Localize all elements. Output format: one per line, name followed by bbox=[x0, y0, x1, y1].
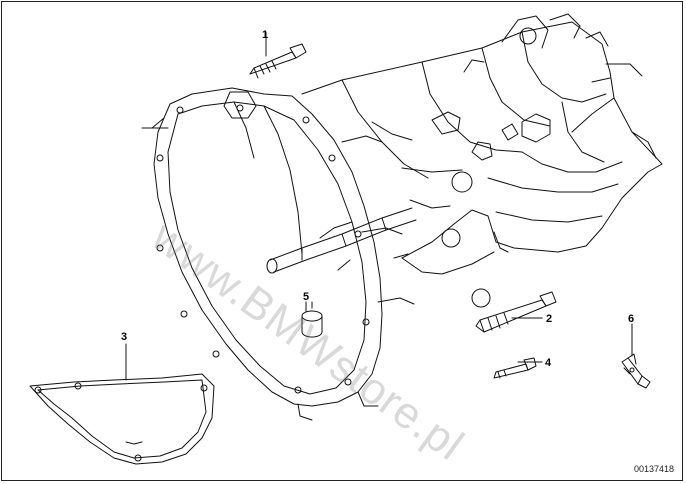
part-5-sleeve bbox=[301, 301, 323, 338]
callout-3: 3 bbox=[121, 331, 127, 343]
callout-4: 4 bbox=[545, 357, 552, 369]
part-2-bolt bbox=[475, 291, 557, 333]
diagram-id-label: 00137418 bbox=[633, 464, 674, 474]
gearbox-body bbox=[301, 13, 663, 308]
part-1-bolt bbox=[249, 31, 307, 79]
callout-2: 2 bbox=[546, 313, 552, 325]
callout-5: 5 bbox=[303, 291, 309, 303]
leader-lines bbox=[265, 41, 543, 363]
callout-1: 1 bbox=[262, 29, 268, 41]
input-shaft bbox=[266, 207, 417, 274]
part-6-sensor bbox=[621, 323, 651, 389]
callout-6: 6 bbox=[628, 313, 634, 325]
part-3-cover-plate bbox=[29, 343, 215, 465]
bell-housing bbox=[141, 87, 415, 421]
part-4-bolt bbox=[493, 357, 543, 379]
